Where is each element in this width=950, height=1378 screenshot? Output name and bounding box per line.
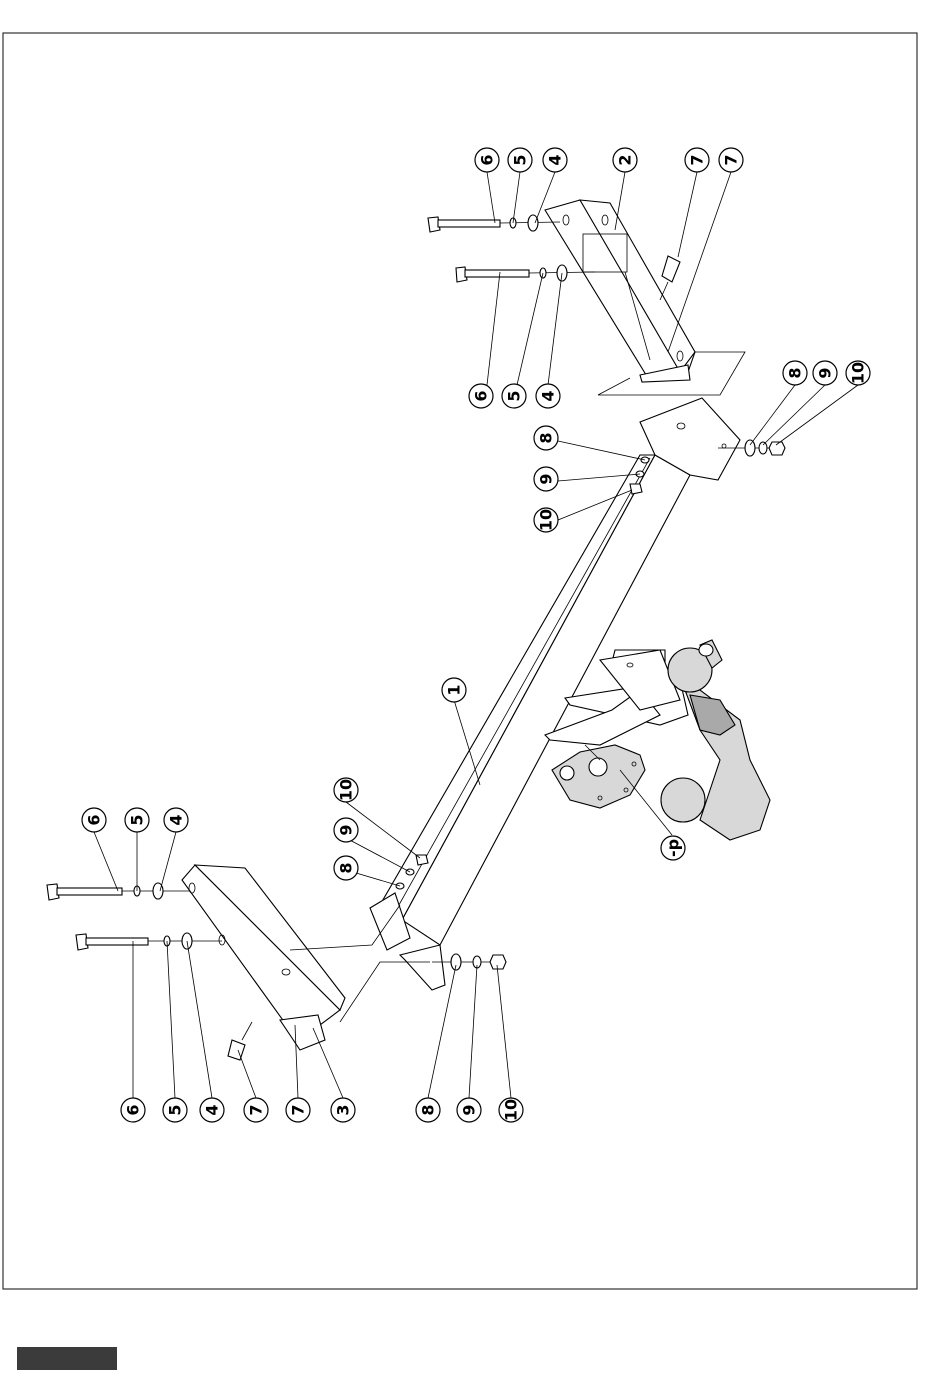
callout-label: 4 — [546, 154, 565, 165]
callout-bot-7b: 7 — [286, 1098, 310, 1122]
callout-label: 6 — [85, 814, 104, 825]
callout-label: 6 — [478, 154, 497, 165]
callout-lt-6: 6 — [82, 808, 106, 832]
callout-label: 7 — [688, 154, 707, 165]
callout-rt-9: 9 — [813, 361, 837, 385]
callout-label: 5 — [166, 1104, 185, 1115]
callout-top-4b: 4 — [536, 384, 560, 408]
callout-label: 7 — [722, 154, 741, 165]
callout-bot-5: 5 — [163, 1098, 187, 1122]
callout-label: -p — [664, 839, 683, 857]
callout-label: 5 — [511, 154, 530, 165]
callout-label: 10 — [502, 1099, 521, 1121]
callout-rt-8: 8 — [783, 361, 807, 385]
hitch-swan-neck — [661, 640, 770, 840]
callout-bot-8: 8 — [416, 1098, 440, 1122]
callout-top-6a: 6 — [475, 148, 499, 172]
callout-label: 4 — [203, 1104, 222, 1115]
callout-top-7b: 7 — [719, 148, 743, 172]
callout-bl-9: 9 — [334, 818, 358, 842]
left-bolt-set-a — [47, 883, 190, 900]
callout-lt-5: 5 — [125, 808, 149, 832]
callout-bot-4: 4 — [200, 1098, 224, 1122]
callout-1: 1 — [442, 678, 466, 702]
callout-label: 5 — [128, 814, 147, 825]
bottom-left-bracket — [182, 865, 345, 1050]
callout-label: 6 — [124, 1104, 143, 1115]
callout-label: 7 — [289, 1104, 308, 1115]
callout-bot-6: 6 — [121, 1098, 145, 1122]
callout-label: 9 — [460, 1104, 479, 1115]
callout-top-5b: 5 — [502, 384, 526, 408]
electrical-socket-plate — [552, 745, 645, 808]
callout-label: 2 — [616, 154, 635, 165]
callout-bot-9: 9 — [457, 1098, 481, 1122]
callout-label: 8 — [337, 862, 356, 873]
callout-lt-4: 4 — [164, 808, 188, 832]
callout-top-5a: 5 — [508, 148, 532, 172]
callout-bot-3: 3 — [331, 1098, 355, 1122]
callout-mid-9: 9 — [534, 467, 558, 491]
callout-label: 9 — [337, 824, 356, 835]
callout-p: -p — [661, 836, 685, 860]
callout-label: 9 — [537, 473, 556, 484]
callout-top-2: 2 — [613, 148, 637, 172]
callout-label: 4 — [167, 814, 186, 825]
callout-bl-10: 10 — [334, 778, 358, 802]
top-bolt-set-b — [456, 265, 595, 282]
top-right-bracket — [545, 200, 695, 382]
callout-label: 6 — [472, 390, 491, 401]
callout-bot-7a: 7 — [244, 1098, 268, 1122]
callout-label: 1 — [445, 684, 464, 695]
callout-bl-8: 8 — [334, 856, 358, 880]
callout-label: 7 — [247, 1104, 266, 1115]
callout-mid-10: 10 — [534, 508, 558, 532]
callout-label: 5 — [505, 390, 524, 401]
callout-label: 8 — [786, 367, 805, 378]
callout-label: 9 — [816, 367, 835, 378]
callout-top-7a: 7 — [685, 148, 709, 172]
top-pin-7 — [660, 256, 680, 300]
callout-bot-10: 10 — [499, 1098, 523, 1122]
callout-label: 10 — [849, 362, 868, 384]
footer-bar — [17, 1347, 117, 1370]
callout-label: 8 — [537, 432, 556, 443]
left-bolt-set-b — [76, 933, 222, 950]
callout-top-6b: 6 — [469, 384, 493, 408]
callout-label: 8 — [419, 1104, 438, 1115]
callout-label: 4 — [539, 390, 558, 401]
callout-mid-8: 8 — [534, 426, 558, 450]
callout-label: 10 — [337, 779, 356, 801]
callout-label: 3 — [334, 1104, 353, 1115]
callout-rt-10: 10 — [846, 361, 870, 385]
callout-top-4a: 4 — [543, 148, 567, 172]
callout-label: 10 — [537, 509, 556, 531]
